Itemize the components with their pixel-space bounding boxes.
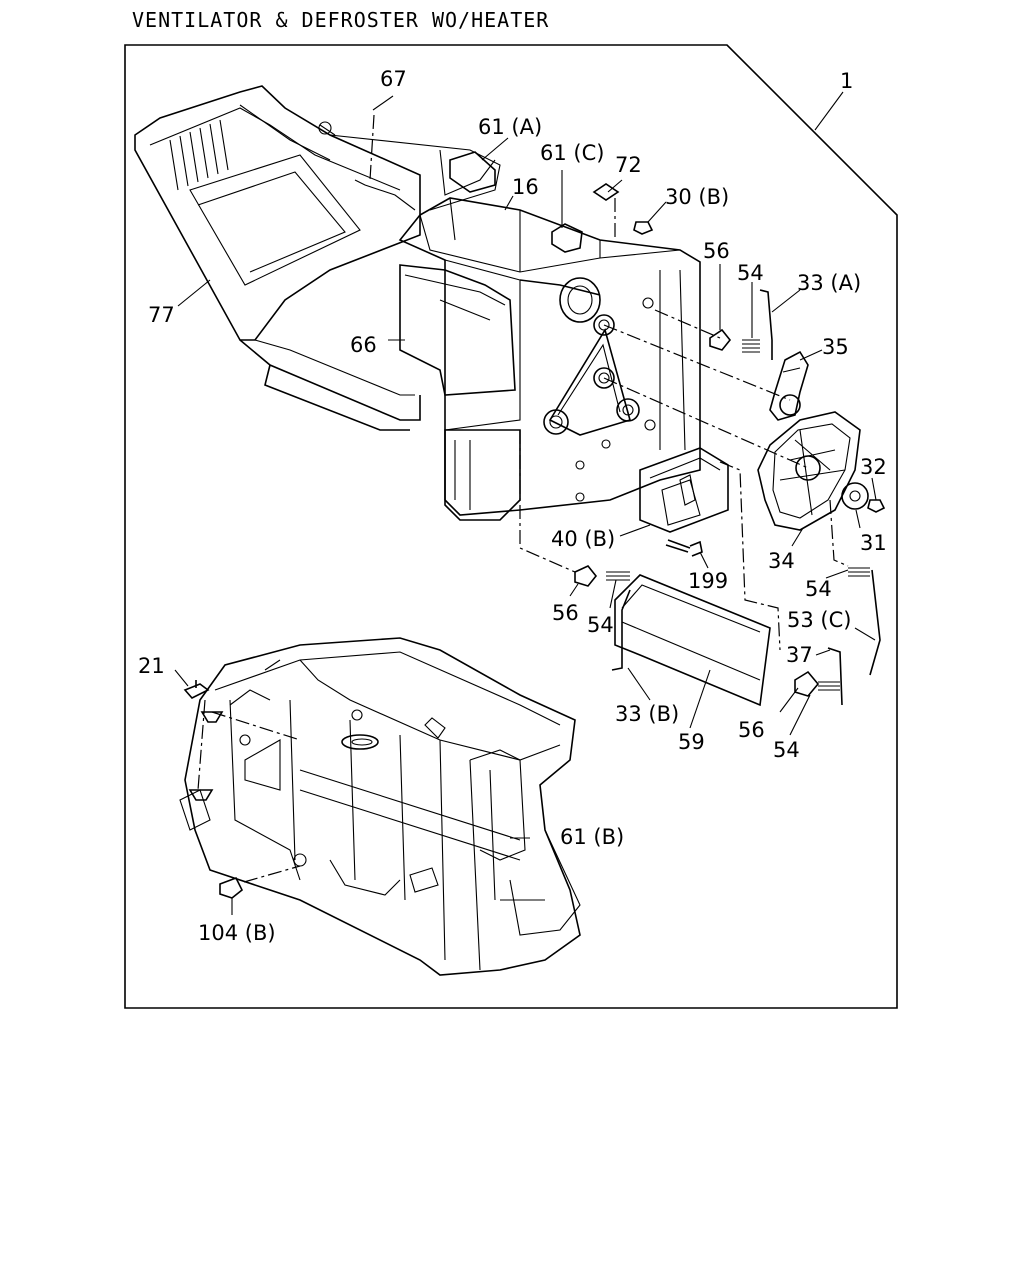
lower-case-assembly	[179, 637, 581, 976]
part-labels: 1 67 61 (A) 61 (C) 72 16 30 (B) 77 56 54…	[138, 67, 887, 945]
label-part-21: 21	[138, 654, 165, 678]
label-part-56-bottom: 56	[738, 718, 765, 742]
label-part-61a: 61 (A)	[478, 115, 542, 139]
label-part-66: 66	[350, 333, 377, 357]
label-part-53c: 53 (C)	[787, 608, 851, 632]
upper-case-assembly	[134, 85, 729, 533]
label-part-199: 199	[688, 569, 728, 593]
label-part-16: 16	[512, 175, 539, 199]
label-part-54-right: 54	[805, 577, 832, 601]
label-part-40b: 40 (B)	[551, 527, 615, 551]
door-and-lever-parts	[574, 183, 886, 707]
label-part-37: 37	[786, 643, 813, 667]
label-part-104b: 104 (B)	[198, 921, 276, 945]
label-part-77: 77	[148, 303, 175, 327]
leader-lines	[174, 91, 877, 915]
label-part-61c: 61 (C)	[540, 141, 604, 165]
label-part-54-top: 54	[737, 261, 764, 285]
label-part-56-mid: 56	[552, 601, 579, 625]
label-part-32: 32	[860, 455, 887, 479]
label-part-54-bottom: 54	[773, 738, 800, 762]
label-part-61b: 61 (B)	[560, 825, 624, 849]
label-part-31: 31	[860, 531, 887, 555]
diagram-frame	[124, 44, 898, 1009]
label-part-33b: 33 (B)	[615, 702, 679, 726]
label-part-1: 1	[840, 69, 853, 93]
label-part-59: 59	[678, 730, 705, 754]
label-part-34: 34	[768, 549, 795, 573]
label-part-67: 67	[380, 67, 407, 91]
label-part-35: 35	[822, 335, 849, 359]
label-part-72: 72	[615, 153, 642, 177]
label-part-33a: 33 (A)	[797, 271, 861, 295]
label-part-30b: 30 (B)	[665, 185, 729, 209]
label-part-54-mid: 54	[587, 613, 614, 637]
diagram-title: VENTILATOR & DEFROSTER WO/HEATER	[132, 8, 550, 32]
label-part-56-top: 56	[703, 239, 730, 263]
